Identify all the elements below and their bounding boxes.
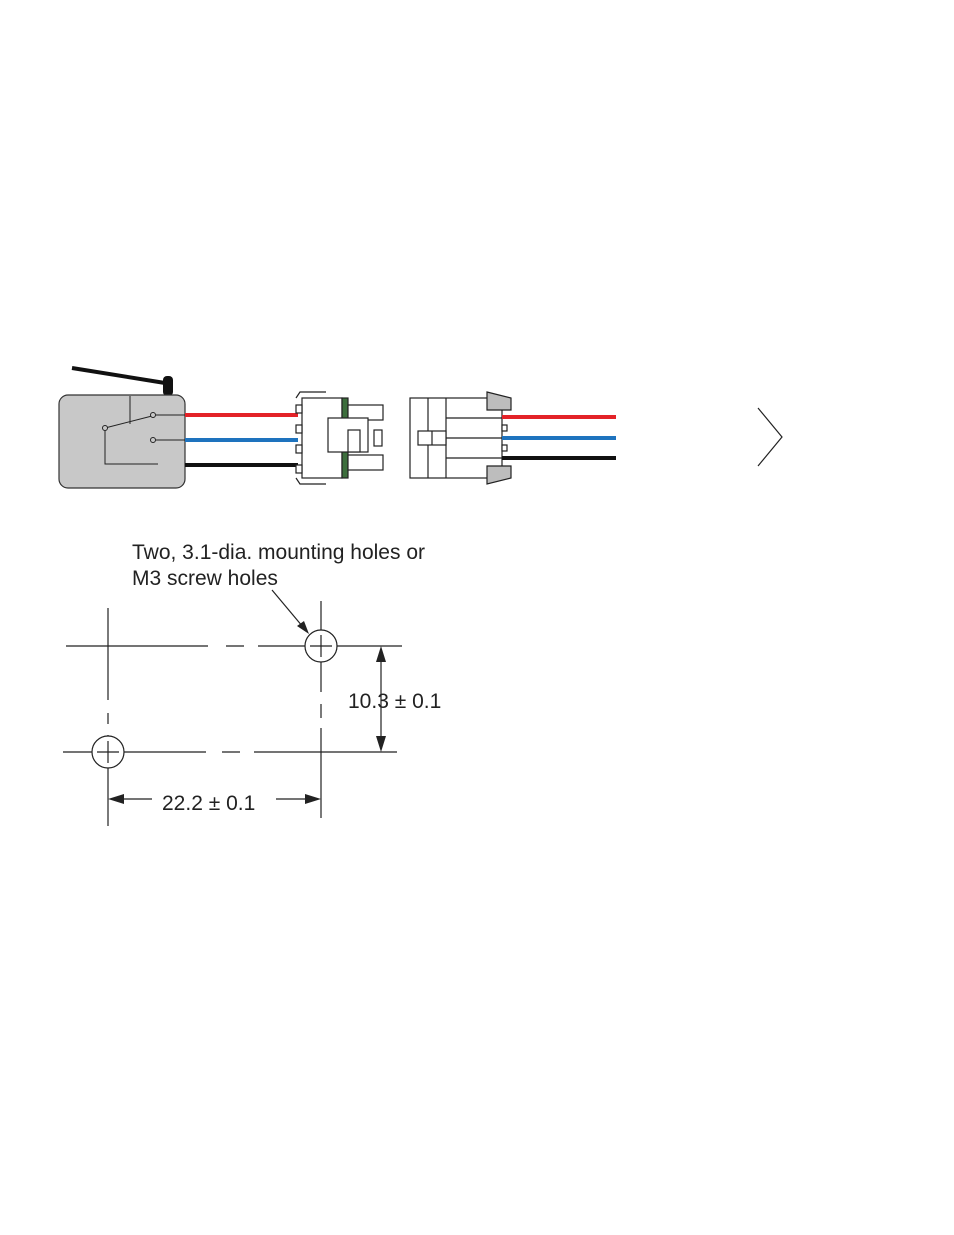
annotation-line-2: M3 screw holes: [132, 567, 278, 590]
switch-body: [59, 395, 185, 488]
receptacle-connector: [410, 392, 511, 484]
annotation-line-1: Two, 3.1-dia. mounting holes or: [132, 541, 425, 564]
actuator-roller: [163, 376, 173, 396]
microswitch: [59, 368, 185, 488]
switch-wires: [185, 415, 298, 465]
mounting-hole-upper: [305, 630, 337, 662]
mounting-hole-lower: [92, 736, 124, 768]
horizontal-dimension-label: 22.2 ± 0.1: [162, 792, 255, 815]
plug-connector: [296, 392, 383, 484]
receptacle-wires: [502, 417, 616, 458]
actuator-lever: [72, 368, 165, 383]
leader-arrow: [272, 590, 309, 634]
vertical-dimension-label: 10.3 ± 0.1: [348, 690, 441, 713]
chevron-right-icon: [758, 408, 782, 466]
